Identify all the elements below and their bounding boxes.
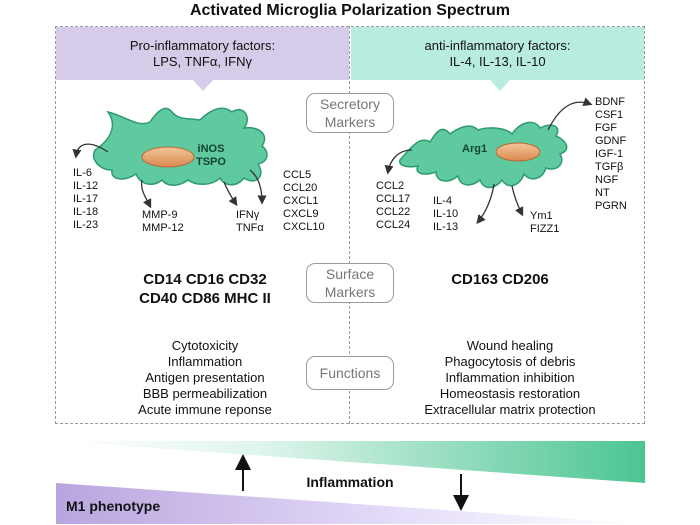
list-item: CXCL10 — [283, 221, 325, 233]
list-item: Phagocytosis of debris — [444, 354, 576, 369]
surface-markers-box: Surface Markers — [306, 263, 394, 303]
m2-chemokine-list: CCL2 CCL17 CCL22 CCL24 — [376, 180, 410, 232]
list-item: NGF — [595, 174, 619, 186]
dashed-frame — [55, 26, 645, 424]
list-item: CCL20 — [283, 182, 318, 194]
anti-inflammatory-header: anti-inflammatory factors: IL-4, IL-13, … — [351, 38, 644, 70]
m2-microglia-cell — [399, 121, 568, 189]
inflammation-label: Inflammation — [306, 474, 394, 490]
list-item: GDNF — [595, 135, 627, 147]
inflammation-gradient-purple — [56, 483, 645, 524]
anti-inflammatory-banner — [351, 27, 644, 91]
list-item: IL-6 — [73, 167, 92, 179]
secretory-markers-box: Secretory Markers — [306, 93, 394, 133]
list-item: IL-12 — [73, 180, 99, 192]
m2-surface-markers: CD163 CD206 — [451, 271, 549, 288]
secretory-markers-line1: Secretory — [320, 96, 380, 112]
m1-microglia-cell — [93, 107, 268, 186]
m1-nucleus — [141, 146, 195, 168]
inos-label: iNOS — [197, 143, 225, 155]
m1-functions-list: Cytotoxicity Inflammation Antigen presen… — [105, 338, 305, 418]
m2-growth-factor-list: BDNF CSF1 FGF GDNF IGF-1 TGFβ NGF NT PGR… — [595, 96, 627, 213]
pro-inflammatory-header: Pro-inflammatory factors: LPS, TNFα, IFN… — [56, 38, 349, 70]
list-item: Inflammation inhibition — [445, 370, 575, 385]
m1-cytokine-list: IFNγ TNFα — [236, 209, 264, 235]
list-item: CCL2 — [376, 180, 405, 192]
list-item: CXCL9 — [283, 208, 319, 220]
m1-surface-markers: CD14 CD16 CD32 CD40 CD86 MHC II — [110, 270, 300, 308]
list-item: Antigen presentation — [145, 370, 265, 385]
arg1-label: Arg1 — [462, 143, 488, 155]
list-item: TNFα — [236, 222, 264, 234]
list-item: IL-10 — [433, 208, 459, 220]
list-item: NT — [595, 187, 610, 199]
list-item: Ym1 — [530, 210, 553, 222]
m1-chemokine-list: CCL5 CCL20 CXCL1 CXCL9 CXCL10 — [283, 169, 325, 234]
list-item: IL-18 — [73, 206, 99, 218]
list-item: Inflammation — [167, 354, 243, 369]
m1-phenotype-label: M1 phenotype — [66, 498, 161, 514]
list-item: BDNF — [595, 96, 625, 108]
pro-inflammatory-title: Pro-inflammatory factors: — [129, 38, 276, 53]
list-item: BBB permeabilization — [142, 386, 268, 401]
list-item: Extracellular matrix protection — [424, 402, 596, 417]
list-item: CCL17 — [376, 193, 411, 205]
pro-inflammatory-factors: LPS, TNFα, IFNγ — [152, 54, 252, 69]
list-item: CCL5 — [283, 169, 312, 181]
tspo-label: TSPO — [196, 156, 226, 168]
list-item: Homeostasis restoration — [439, 386, 581, 401]
list-item: IL-13 — [433, 221, 459, 233]
list-item: MMP-12 — [142, 222, 184, 234]
list-item: IL-23 — [73, 219, 99, 231]
list-item: Cytotoxicity — [171, 338, 239, 353]
list-item: TGFβ — [595, 161, 624, 173]
m1-inner-labels: iNOS TSPO — [196, 143, 226, 169]
list-item: CSF1 — [595, 109, 624, 121]
list-item: IL-4 — [433, 195, 452, 207]
m2-interleukin-list: IL-4 IL-10 IL-13 — [433, 195, 458, 234]
secretory-markers-line2: Markers — [324, 114, 376, 130]
list-item: CCL24 — [376, 219, 411, 231]
list-item: Acute immune reponse — [138, 402, 272, 417]
diagram-title: Activated Microglia Polarization Spectru… — [189, 2, 511, 19]
list-item: CCL22 — [376, 206, 411, 218]
list-item: Wound healing — [466, 338, 554, 353]
surface-line: CD14 CD16 CD32 — [143, 271, 267, 288]
m2-functions-list: Wound healing Phagocytosis of debris Inf… — [400, 338, 620, 418]
surface-markers-line1: Surface — [325, 266, 375, 282]
list-item: PGRN — [595, 200, 627, 212]
surface-markers-line2: Markers — [324, 284, 376, 300]
list-item: FIZZ1 — [530, 223, 560, 235]
list-item: FGF — [595, 122, 617, 134]
list-item: MMP-9 — [142, 209, 178, 221]
list-item: IL-17 — [73, 193, 99, 205]
inflammation-gradient-teal — [56, 441, 645, 483]
list-item: IFNγ — [236, 209, 260, 221]
m1-mmp-list: MMP-9 MMP-12 — [142, 209, 184, 235]
surface-line: CD40 CD86 MHC II — [139, 290, 271, 307]
anti-inflammatory-factors: IL-4, IL-13, IL-10 — [449, 54, 546, 69]
center-divider — [349, 26, 350, 424]
list-item: IGF-1 — [595, 148, 624, 160]
functions-box: Functions — [306, 356, 394, 390]
anti-inflammatory-title: anti-inflammatory factors: — [424, 38, 571, 53]
m2-nucleus — [495, 142, 541, 162]
list-item: CXCL1 — [283, 195, 319, 207]
pro-inflammatory-banner — [56, 27, 349, 91]
m1-interleukin-list: IL-6 IL-12 IL-17 IL-18 IL-23 — [73, 167, 98, 232]
m2-ym1-list: Ym1 FIZZ1 — [530, 210, 559, 236]
